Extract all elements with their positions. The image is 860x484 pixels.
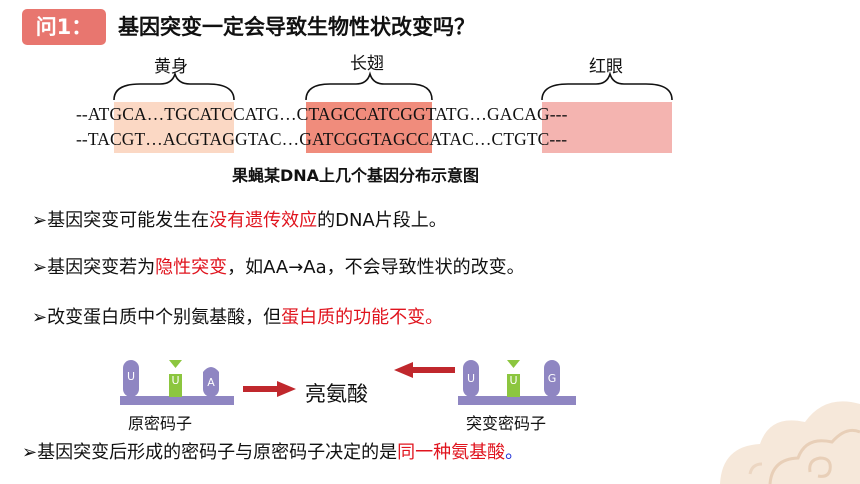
gene-region-yellow-body (114, 102, 234, 153)
brace-yellow-body (113, 71, 235, 101)
codon-mutant-letter-3: G (548, 372, 557, 385)
codon-original-letter-2: U (171, 374, 179, 387)
codon-mutant-graphic: U U G (458, 360, 576, 405)
dna-strand-2: --TACGT…ACGTAGGTAC…GATCGGTAGCCATAC…CTGTC… (76, 129, 568, 149)
gene-label-yellow-body: 黄身 (154, 57, 188, 77)
codon-original-letter-1: U (127, 370, 135, 383)
codon-diagram: U U A U U G (120, 360, 576, 405)
codon-mutant-label: 突变密码子 (466, 414, 547, 433)
bullet-2: ➢基因突变若为隐性突变，如AA→Aa，不会导致性状的改变。 (32, 257, 525, 278)
figure-caption: 果蝇某DNA上几个基因分布示意图 (232, 166, 480, 185)
decorative-cloud-icon (720, 401, 860, 484)
codon-original-label: 原密码子 (128, 414, 193, 433)
gene-region-red-eye (542, 102, 672, 153)
codon-mutant-letter-2: U (509, 374, 517, 387)
arrow-left-icon (394, 362, 455, 378)
amino-acid-label: 亮氨酸 (305, 382, 368, 406)
gene-label-long-wing: 长翅 (350, 54, 384, 74)
dna-strand-1: --ATGCA…TGCATCCATG…CTAGCCATCGGTATG…GACAG… (76, 104, 568, 124)
brace-long-wing (305, 71, 433, 101)
bullet-1: ➢基因突变可能发生在没有遗传效应的DNA片段上。 (32, 210, 447, 231)
brace-red-eye (541, 71, 673, 101)
codon-original-graphic: U U A (120, 360, 234, 405)
codon-original-letter-3: A (207, 376, 215, 389)
gene-braces (113, 71, 673, 101)
bullet-4: ➢基因突变后形成的密码子与原密码子决定的是同一种氨基酸。 (22, 442, 524, 463)
question-badge: 问1： (22, 9, 106, 45)
gene-label-red-eye: 红眼 (589, 57, 623, 77)
codon-mutant-letter-1: U (467, 372, 475, 385)
arrow-right-icon (243, 381, 296, 397)
page-title: 基因突变一定会导致生物性状改变吗？ (118, 15, 475, 39)
gene-region-long-wing (306, 102, 432, 153)
bullet-3: ➢改变蛋白质中个别氨基酸，但蛋白质的功能不变。 (32, 307, 444, 328)
